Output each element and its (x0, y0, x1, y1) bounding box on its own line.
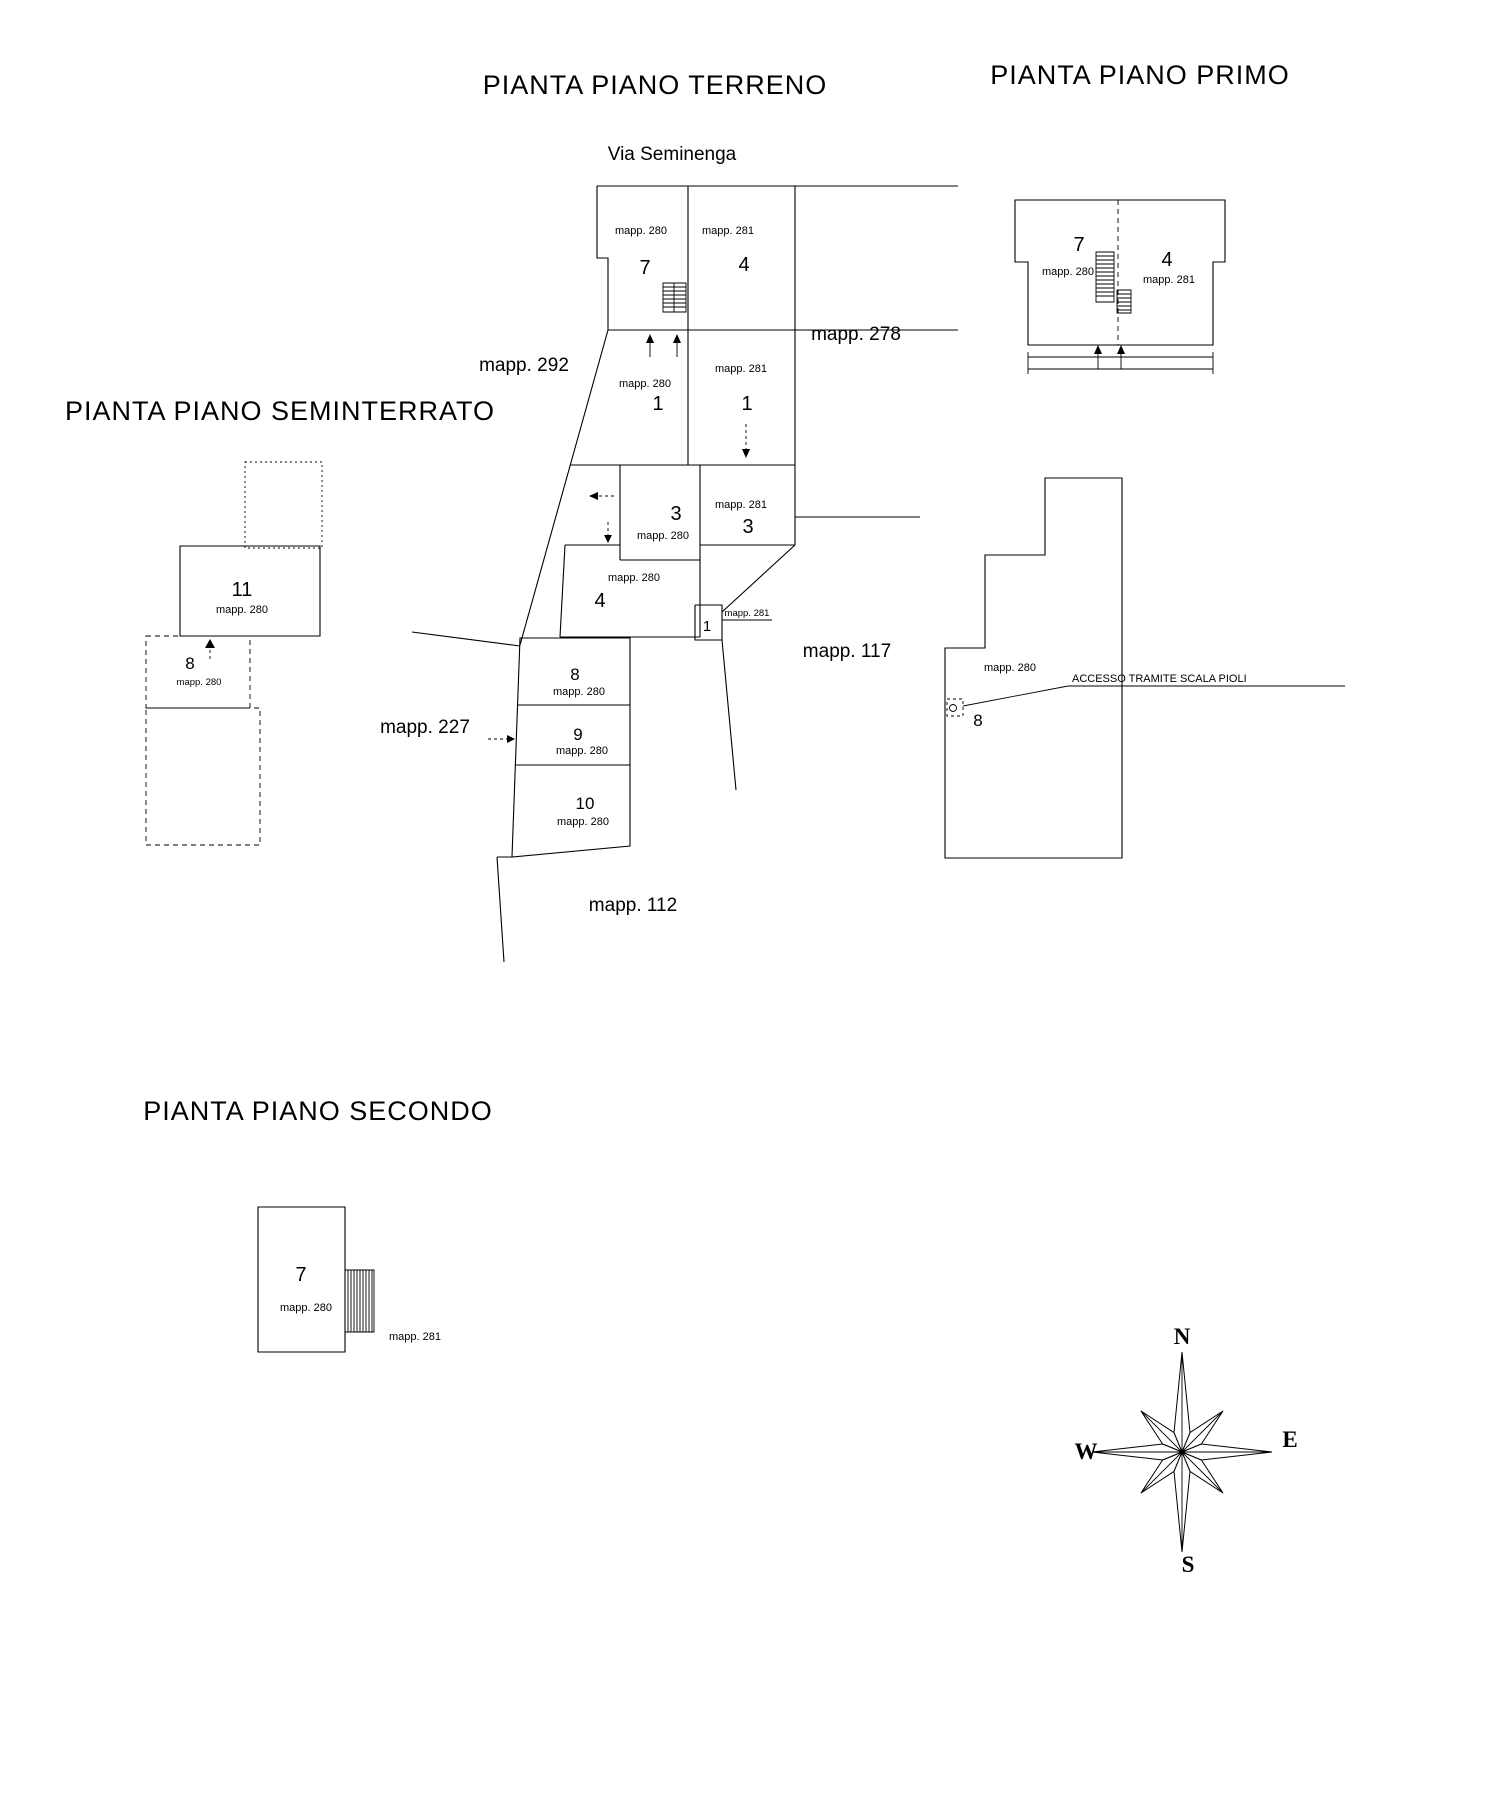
title-seminterrato: PIANTA PIANO SEMINTERRATO (65, 396, 495, 426)
primo-stair-2 (1116, 289, 1132, 314)
primo-room4-num: 4 (1161, 249, 1172, 271)
annex-num: 8 (973, 711, 982, 730)
boundary-112-line (496, 856, 512, 963)
compass-label-east: E (1282, 1427, 1297, 1452)
annex-hatch-circle (949, 704, 957, 712)
semint-room11-num: 11 (232, 579, 253, 601)
title-secondo: PIANTA PIANO SECONDO (143, 1096, 493, 1126)
annex-access-note: ACCESSO TRAMITE SCALA PIOLI (1072, 673, 1247, 685)
primo-outline (1014, 199, 1226, 346)
primo-room4-mapp: mapp. 281 (1143, 274, 1195, 286)
parcel-292-label: mapp. 292 (479, 355, 569, 376)
plan-secondo: PIANTA PIANO SECONDO 7 mapp. 280 mapp. 2… (143, 1096, 493, 1353)
room1r-num: 1 (741, 393, 752, 415)
title-primo: PIANTA PIANO PRIMO (990, 60, 1290, 90)
plan-terreno: PIANTA PIANO TERRENO Via Seminenga (380, 70, 958, 963)
arrow-right-227-head (507, 735, 515, 743)
room1l-mapp: mapp. 280 (619, 378, 671, 390)
parcel-227-label: mapp. 227 (380, 717, 470, 738)
stair-room7 (662, 282, 687, 313)
compass-rose: N E W S (1075, 1324, 1298, 1577)
semint-arrow-head (205, 639, 215, 648)
plan-seminterrato: PIANTA PIANO SEMINTERRATO 11 mapp. 280 8… (65, 396, 495, 846)
room1l-num: 1 (652, 393, 663, 415)
plan-primo: PIANTA PIANO PRIMO 7 mapp. 280 4 mapp. 2… (944, 60, 1345, 859)
parcel-117-label: mapp. 117 (803, 641, 891, 662)
arrow-up-1-head (646, 334, 654, 343)
secondo-outline (257, 1206, 346, 1353)
semint-room8-mapp: mapp. 280 (177, 677, 222, 688)
parcel-278-label: mapp. 278 (811, 324, 901, 345)
parcel-112-label: mapp. 112 (589, 895, 677, 916)
primo-annex-outline (944, 477, 1123, 859)
room8-mapp: mapp. 280 (553, 686, 605, 698)
room1small-num: 1 (703, 618, 711, 635)
primo-arrow-2-head (1117, 345, 1125, 354)
primo-stair-1 (1095, 251, 1115, 303)
secondo-stair (344, 1269, 375, 1333)
secondo-adjacent-mapp: mapp. 281 (389, 1331, 441, 1343)
annex-hatch-box (946, 698, 964, 717)
street-label: Via Seminenga (608, 144, 737, 165)
arrow-left-room3-head (589, 492, 598, 500)
terreno-slant-left-boundary (519, 329, 609, 646)
arrow-down-room3-head (604, 535, 612, 543)
room4-mid-box (559, 544, 700, 638)
title-terreno: PIANTA PIANO TERRENO (483, 70, 828, 100)
semint-room8-num: 8 (185, 654, 194, 673)
room1r-mapp: mapp. 281 (715, 363, 767, 375)
compass-facet-lines (1092, 1352, 1272, 1552)
boundary-slant-to-room1 (721, 544, 796, 613)
room8-num: 8 (570, 665, 579, 684)
terreno-left-edge (596, 186, 609, 330)
room3r-num: 3 (742, 516, 753, 538)
primo-room7-mapp: mapp. 280 (1042, 266, 1094, 278)
annex-mapp: mapp. 280 (984, 662, 1036, 674)
semint-room11-mapp: mapp. 280 (216, 604, 268, 616)
boundary-117-slant (721, 639, 737, 791)
semint-dotted-top (244, 461, 323, 549)
primo-dimension-lines (1027, 352, 1214, 374)
room4mid-num: 4 (594, 590, 605, 612)
arrow-up-2-head (673, 334, 681, 343)
room4top-mapp: mapp. 281 (702, 225, 754, 237)
primo-room7-num: 7 (1073, 234, 1084, 256)
room7-num: 7 (639, 257, 650, 279)
room3r-mapp: mapp. 281 (715, 499, 767, 511)
room1small-mapp: mapp. 281 (725, 608, 770, 619)
room10-mapp: mapp. 280 (557, 816, 609, 828)
room3l-mapp: mapp. 280 (637, 530, 689, 542)
block-8-9-10 (511, 637, 631, 858)
primo-arrow-1-head (1094, 345, 1102, 354)
room3l-num: 3 (670, 503, 681, 525)
room9-mapp: mapp. 280 (556, 745, 608, 757)
annex-leader-line (962, 685, 1345, 707)
compass-label-west: W (1075, 1439, 1098, 1464)
room10-num: 10 (576, 794, 595, 813)
compass-label-north: N (1174, 1324, 1191, 1349)
secondo-room7-mapp: mapp. 280 (280, 1302, 332, 1314)
compass-label-south: S (1182, 1552, 1195, 1577)
semint-dashed-bottom (145, 707, 261, 846)
secondo-room7-num: 7 (295, 1264, 306, 1286)
room3-left-box (619, 465, 700, 561)
room7-mapp: mapp. 280 (615, 225, 667, 237)
room4top-num: 4 (738, 254, 749, 276)
boundary-227-line (411, 631, 521, 647)
semint-room11-box (179, 545, 321, 637)
room4mid-mapp: mapp. 280 (608, 572, 660, 584)
arrow-down-room1r-head (742, 449, 750, 458)
room9-num: 9 (573, 725, 582, 744)
semint-dashed-mid (145, 635, 251, 709)
